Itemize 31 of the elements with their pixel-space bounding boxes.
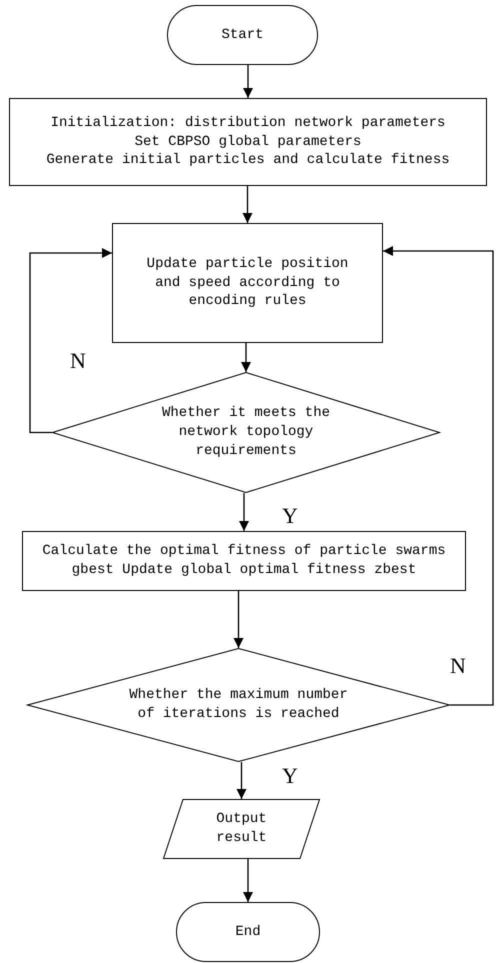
node-text: Output result	[215, 810, 268, 848]
node-text: Set CBPSO global parameters	[134, 132, 362, 152]
node-text: Update particle position and speed according to encoding rules	[146, 254, 350, 312]
node-text: Whether it meets the network topology requirements	[160, 404, 332, 461]
terminal-shape	[176, 902, 320, 962]
edge-label: N	[70, 350, 86, 372]
decision-diamond	[27, 648, 450, 762]
process-box	[112, 223, 383, 343]
arrow	[236, 762, 246, 799]
edge-label: Y	[282, 505, 298, 527]
arrow	[242, 186, 252, 223]
arrow	[234, 591, 244, 648]
node-text: Initialization: distribution network parameters	[50, 114, 446, 133]
arrow	[243, 65, 253, 98]
node-text: End	[235, 922, 261, 942]
io-parallelogram	[163, 799, 320, 859]
arrow	[243, 859, 253, 902]
terminal-shape	[167, 5, 318, 65]
arrow	[241, 343, 251, 372]
arrow	[383, 246, 494, 706]
node-text: Start	[221, 26, 264, 44]
edge-label: Y	[282, 765, 298, 787]
node-text: Calculate the optimal fitness of particle swarms gbest Update global optimal fitness zbest	[41, 542, 447, 580]
process-box	[22, 531, 466, 591]
node-text: Whether the maximum number of iterations is reached	[128, 686, 349, 724]
process-box	[9, 98, 487, 186]
arrow	[29, 248, 112, 434]
decision-diamond	[52, 372, 440, 493]
arrow	[239, 493, 249, 531]
node-text: Generate initial particles and calculate fitness	[46, 151, 450, 170]
edge-label: N	[450, 655, 466, 677]
